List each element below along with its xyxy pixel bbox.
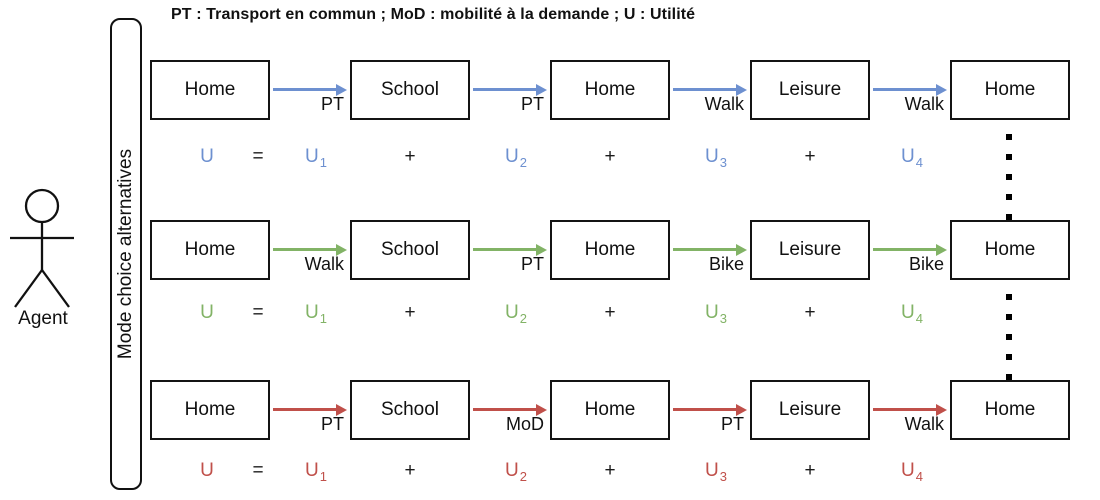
utility-term-1: U1 <box>305 460 327 484</box>
utility-total: U <box>200 146 214 167</box>
activity-box: Home <box>150 380 270 440</box>
activity-box: Leisure <box>750 380 870 440</box>
trip-mode-label: Walk <box>304 254 344 274</box>
trip-arrow <box>673 243 747 256</box>
utility-term-2: U2 <box>505 302 527 326</box>
agent-label: Agent <box>18 308 68 329</box>
trip-arrow <box>473 83 547 96</box>
utility-term-1: U1 <box>305 146 327 170</box>
trip-mode-label: PT <box>320 414 344 434</box>
equals-sign: = <box>252 302 264 323</box>
utility-term-3: U3 <box>705 146 727 170</box>
activity-box: Home <box>950 220 1070 280</box>
trip-mode-label: Walk <box>904 414 944 434</box>
trip-arrow <box>273 83 347 96</box>
plus-sign: + <box>604 302 616 323</box>
utility-term-4: U4 <box>901 460 923 484</box>
trip-mode-label: Bike <box>708 254 744 274</box>
trip-mode-label: PT <box>520 254 544 274</box>
activity-box: Home <box>150 60 270 120</box>
agent-icon <box>10 188 74 308</box>
trip-mode-label: Bike <box>908 254 944 274</box>
plus-sign: + <box>404 460 416 481</box>
utility-term-4: U4 <box>901 302 923 326</box>
equals-sign: = <box>252 146 264 167</box>
activity-box: Home <box>550 220 670 280</box>
activity-box: School <box>350 380 470 440</box>
utility-total: U <box>200 460 214 481</box>
trip-arrow <box>673 403 747 416</box>
continuation-dots <box>1006 294 1012 380</box>
utility-term-3: U3 <box>705 460 727 484</box>
trip-arrow <box>873 243 947 256</box>
equals-sign: = <box>252 460 264 481</box>
activity-box: Home <box>550 380 670 440</box>
mode-choice-alternatives-label: Mode choice alternatives <box>115 148 136 360</box>
utility-total: U <box>200 302 214 323</box>
activity-box: Home <box>550 60 670 120</box>
trip-mode-label: MoD <box>505 414 544 434</box>
mode-choice-alternatives-bar: Mode choice alternatives <box>110 18 142 490</box>
trip-arrow <box>873 83 947 96</box>
utility-term-1: U1 <box>305 302 327 326</box>
activity-box: Home <box>950 380 1070 440</box>
activity-box: School <box>350 60 470 120</box>
activity-box: Home <box>150 220 270 280</box>
trip-mode-label: Walk <box>704 94 744 114</box>
trip-mode-label: Walk <box>904 94 944 114</box>
utility-term-2: U2 <box>505 460 527 484</box>
trip-arrow <box>473 403 547 416</box>
trip-arrow <box>473 243 547 256</box>
plus-sign: + <box>804 146 816 167</box>
activity-box: School <box>350 220 470 280</box>
continuation-dots <box>1006 134 1012 220</box>
trip-mode-label: PT <box>320 94 344 114</box>
plus-sign: + <box>604 146 616 167</box>
plus-sign: + <box>404 302 416 323</box>
plus-sign: + <box>804 302 816 323</box>
trip-arrow <box>273 243 347 256</box>
utility-term-4: U4 <box>901 146 923 170</box>
trip-mode-label: PT <box>520 94 544 114</box>
trip-arrow <box>873 403 947 416</box>
utility-term-3: U3 <box>705 302 727 326</box>
activity-box: Leisure <box>750 220 870 280</box>
trip-arrow <box>673 83 747 96</box>
plus-sign: + <box>804 460 816 481</box>
trip-arrow <box>273 403 347 416</box>
legend-text: PT : Transport en commun ; MoD : mobilit… <box>171 6 696 23</box>
activity-box: Leisure <box>750 60 870 120</box>
utility-term-2: U2 <box>505 146 527 170</box>
trip-mode-label: PT <box>720 414 744 434</box>
plus-sign: + <box>404 146 416 167</box>
activity-box: Home <box>950 60 1070 120</box>
plus-sign: + <box>604 460 616 481</box>
